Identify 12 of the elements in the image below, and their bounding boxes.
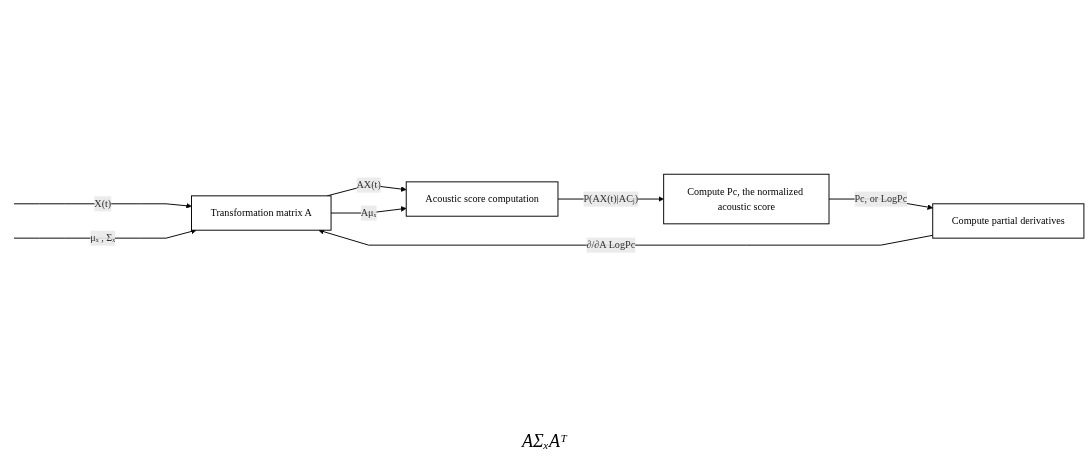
edge-label: ∂/∂A LogPc [586, 239, 636, 251]
edge-label: X(t) [94, 198, 112, 209]
edge-label: μₓ , Σₓ [90, 232, 116, 244]
edge-label: P(AX(t)|ACⱼ) [583, 193, 639, 205]
edge-label: Pc, or LogPc [854, 193, 908, 205]
node-box: Transformation matrix A [191, 195, 332, 231]
formula-label: AΣₓAᵀ [522, 431, 567, 452]
node-box: Compute partial derivatives [932, 203, 1085, 239]
node-box: Compute Pc, the normalized acoustic score [663, 173, 830, 225]
edge-label: AX(t) [356, 179, 381, 191]
node-box: Acoustic score computation [405, 181, 559, 217]
edge-label: Aμₓ [360, 207, 377, 219]
